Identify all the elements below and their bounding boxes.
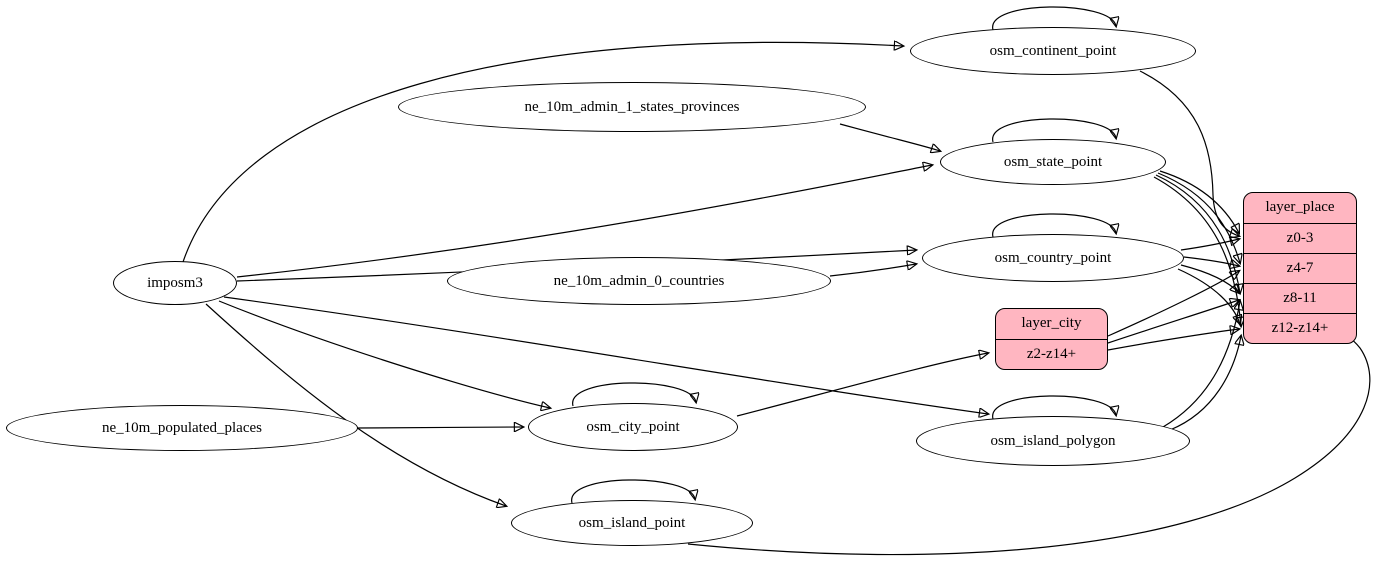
record-layer-city-row-z2-z14: z2-z14+ — [996, 339, 1107, 369]
record-layer-place-row-z4-7: z4-7 — [1244, 253, 1356, 283]
node-imposm3: imposm3 — [113, 261, 237, 305]
node-osm-island-point-label: osm_island_point — [578, 514, 686, 531]
edge-country-z4 — [1183, 256, 1239, 266]
edge-layercity-z8 — [1107, 300, 1239, 344]
node-osm-city-point-label: osm_city_point — [586, 418, 680, 435]
edge-nepop-city — [357, 427, 523, 428]
record-layer-place-row-z8-11: z8-11 — [1244, 283, 1356, 313]
node-ne-10m-admin-1-states-provinces: ne_10m_admin_1_states_provinces — [398, 82, 866, 132]
edge-city-layercity — [736, 353, 988, 417]
selfloop-islandpoint — [571, 479, 695, 504]
node-ne-10m-admin-1-states-provinces-label: ne_10m_admin_1_states_provinces — [524, 98, 740, 115]
edge-islandpolygon-z12 — [1169, 336, 1241, 431]
node-ne-10m-admin-0-countries-label: ne_10m_admin_0_countries — [553, 272, 725, 289]
node-osm-continent-point: osm_continent_point — [910, 27, 1196, 75]
edge-islandpoint-z12 — [687, 333, 1371, 556]
record-layer-place-title: layer_place — [1265, 199, 1335, 215]
node-osm-island-polygon: osm_island_polygon — [916, 416, 1190, 466]
record-layer-city-title: layer_city — [1021, 315, 1082, 331]
selfloop-continent — [992, 6, 1116, 31]
edge-state-z0 — [1159, 170, 1239, 233]
node-ne-10m-populated-places: ne_10m_populated_places — [6, 405, 358, 451]
node-osm-continent-point-label: osm_continent_point — [989, 42, 1117, 59]
edge-state-z8 — [1155, 174, 1240, 293]
node-ne-10m-populated-places-label: ne_10m_populated_places — [102, 419, 262, 436]
node-ne-10m-admin-0-countries: ne_10m_admin_0_countries — [447, 257, 831, 305]
edge-state-z4 — [1157, 172, 1240, 263]
selfloop-city — [572, 382, 696, 407]
record-layer-place-row-z0-3: z0-3 — [1244, 223, 1356, 253]
node-osm-country-point-label: osm_country_point — [994, 249, 1112, 266]
edge-islandpolygon-z8 — [1162, 301, 1240, 428]
record-layer-city: layer_city z2-z14+ — [995, 308, 1108, 370]
edge-country-z12 — [1177, 268, 1240, 324]
edge-necountries-country — [829, 264, 916, 277]
record-layer-place-row-z12-z14: z12-z14+ — [1244, 313, 1356, 343]
edge-imposm3-state — [236, 165, 932, 278]
node-osm-city-point: osm_city_point — [528, 403, 738, 451]
node-osm-country-point: osm_country_point — [922, 234, 1184, 282]
edge-imposm3-islandpolygon — [223, 296, 988, 414]
edge-layercity-z12 — [1107, 329, 1239, 351]
edge-imposm3-islandpoint — [205, 303, 506, 506]
edge-imposm3-city — [218, 300, 550, 408]
node-osm-state-point: osm_state_point — [940, 139, 1166, 185]
edge-imposm3-continent — [182, 42, 903, 263]
edge-layercity-z4 — [1107, 271, 1239, 337]
selfloop-islandpolygon — [992, 395, 1116, 420]
node-osm-state-point-label: osm_state_point — [1003, 153, 1103, 170]
edge-nestates-state — [839, 123, 940, 151]
node-imposm3-label: imposm3 — [147, 274, 203, 291]
selfloop-state — [992, 118, 1116, 143]
edge-country-z8 — [1180, 264, 1239, 293]
node-osm-island-point: osm_island_point — [511, 500, 753, 546]
record-layer-place: layer_place z0-3 z4-7 z8-11 z12-z14+ — [1243, 192, 1357, 344]
selfloop-country — [992, 213, 1116, 238]
node-osm-island-polygon-label: osm_island_polygon — [990, 432, 1116, 449]
edge-country-z0 — [1180, 239, 1239, 251]
